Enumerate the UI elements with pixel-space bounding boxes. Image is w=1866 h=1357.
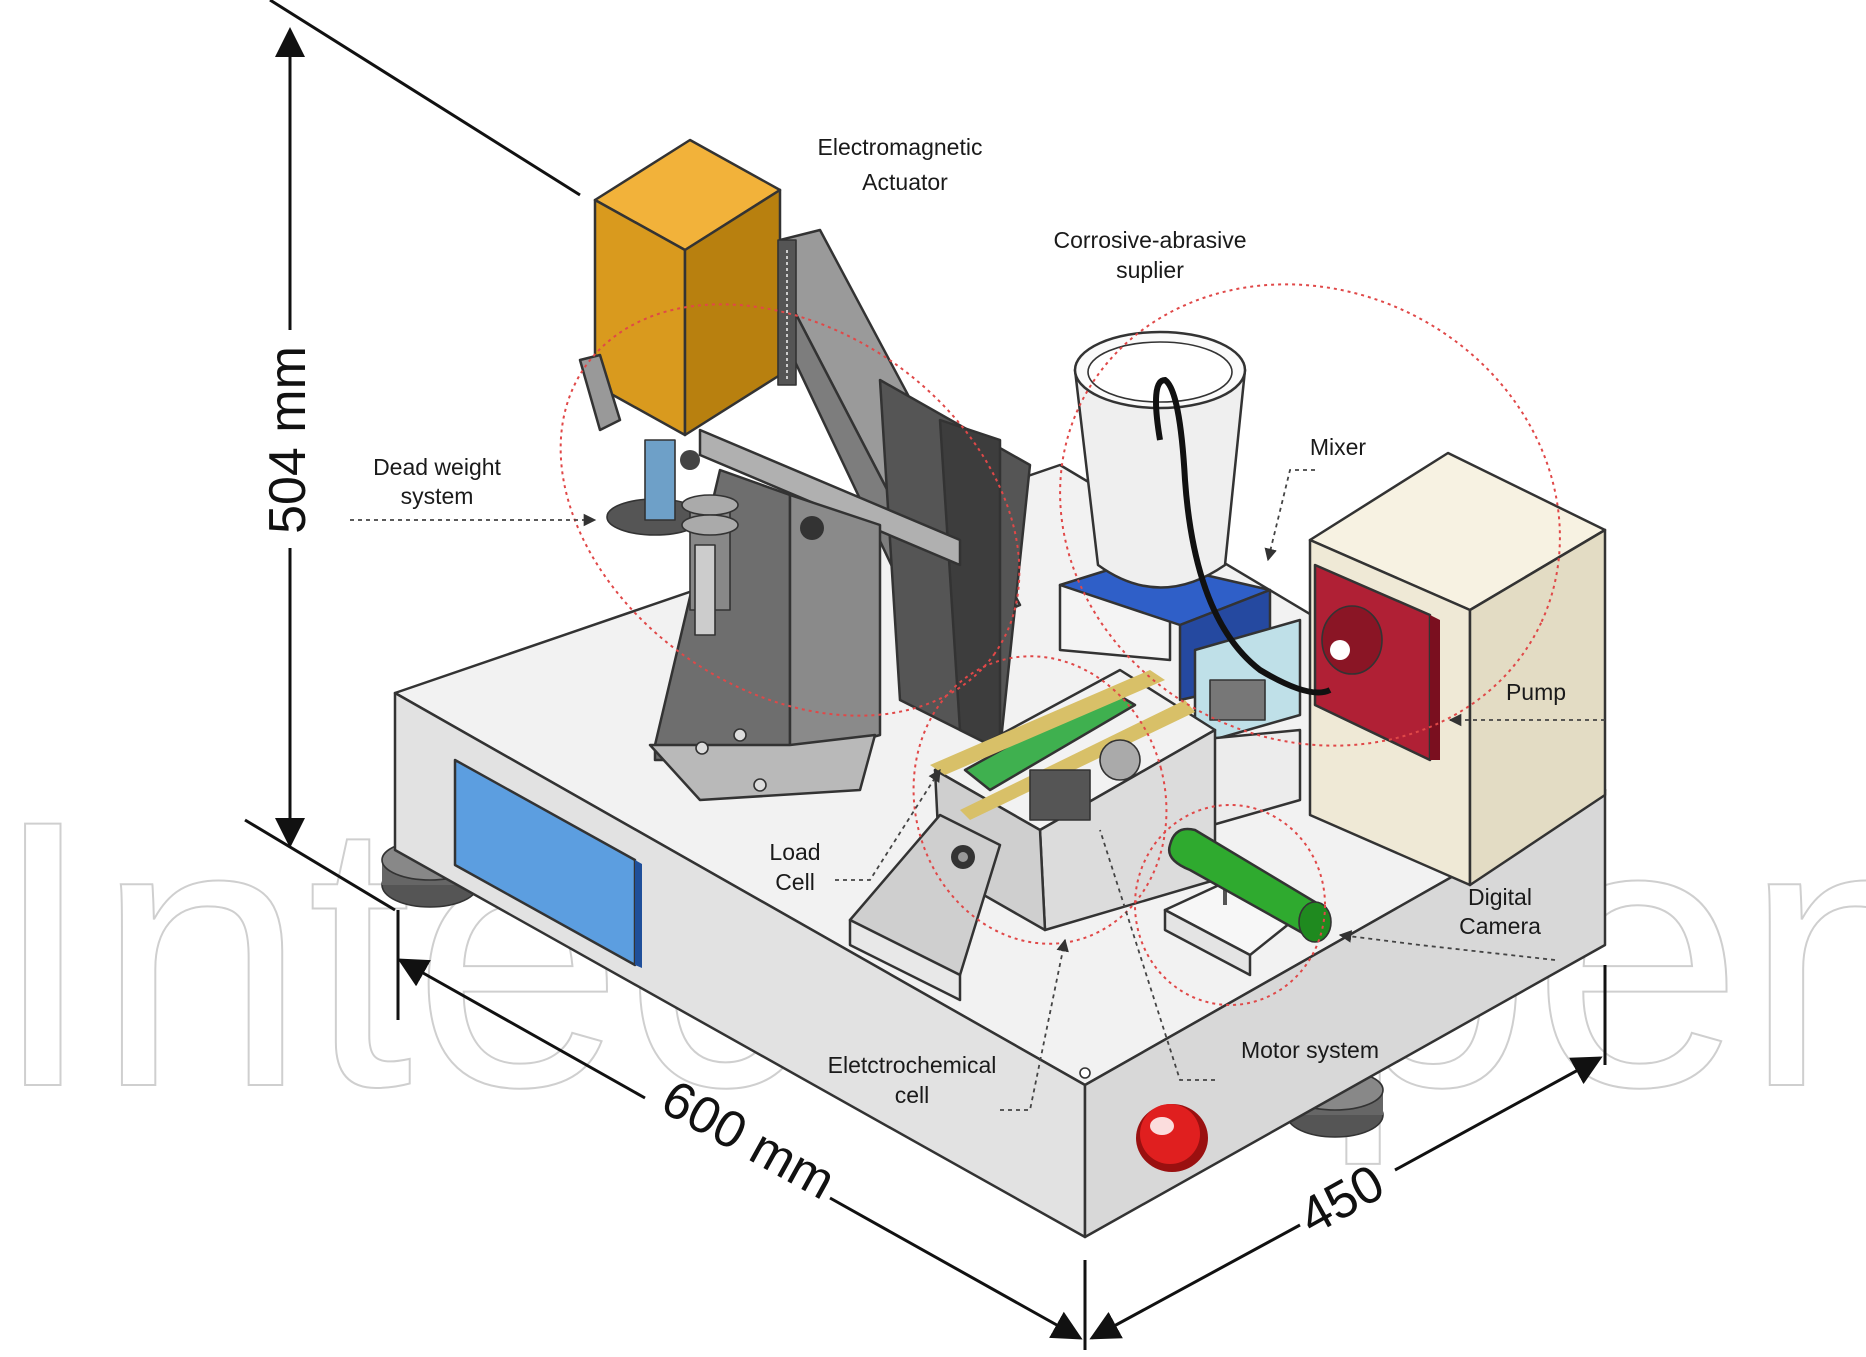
- label-motor-system: Motor system: [1241, 1037, 1379, 1063]
- electromagnetic-actuator: [578, 138, 797, 437]
- label-digital-camera-2: Camera: [1459, 913, 1541, 939]
- label-electromagnetic-actuator-2: Actuator: [862, 169, 948, 195]
- motor-highlight-ring: [1134, 804, 1326, 1006]
- corrosive-abrasive-supplier: [1073, 330, 1332, 696]
- height-dimension-label: 504 mm: [259, 346, 317, 534]
- label-digital-camera-1: Digital: [1468, 884, 1532, 910]
- mixer: [1058, 558, 1302, 747]
- label-mixer: Mixer: [1310, 434, 1367, 460]
- label-electrochemical-cell-2: cell: [895, 1082, 930, 1108]
- emergency-button: [1136, 1104, 1208, 1172]
- label-dead-weight-2: system: [401, 483, 474, 509]
- leader-lines: [350, 469, 1605, 1111]
- actuator-highlight-ring: [559, 303, 1021, 717]
- digital-camera: [1167, 827, 1332, 943]
- pump: [1308, 451, 1607, 887]
- electrochemical-cell: [930, 668, 1302, 932]
- label-load-cell-2: Cell: [775, 869, 815, 895]
- label-electrochemical-cell-1: Eletctrochemical: [828, 1052, 997, 1078]
- label-corrosive-abrasive-1: Corrosive-abrasive: [1053, 227, 1246, 253]
- label-dead-weight-1: Dead weight: [373, 454, 501, 480]
- load-cell: [848, 813, 1002, 1002]
- label-corrosive-abrasive-2: suplier: [1116, 257, 1184, 283]
- dead-weight-system: [606, 439, 739, 636]
- label-electromagnetic-actuator-1: Electromagnetic: [818, 134, 983, 160]
- cell-highlight-ring: [912, 655, 1168, 945]
- dimension-lines: [244, 0, 1607, 1350]
- label-pump: Pump: [1506, 679, 1566, 705]
- label-load-cell-1: Load: [769, 839, 820, 865]
- frame-column: [648, 228, 1032, 802]
- width-dimension-label: 450: [1290, 1154, 1394, 1247]
